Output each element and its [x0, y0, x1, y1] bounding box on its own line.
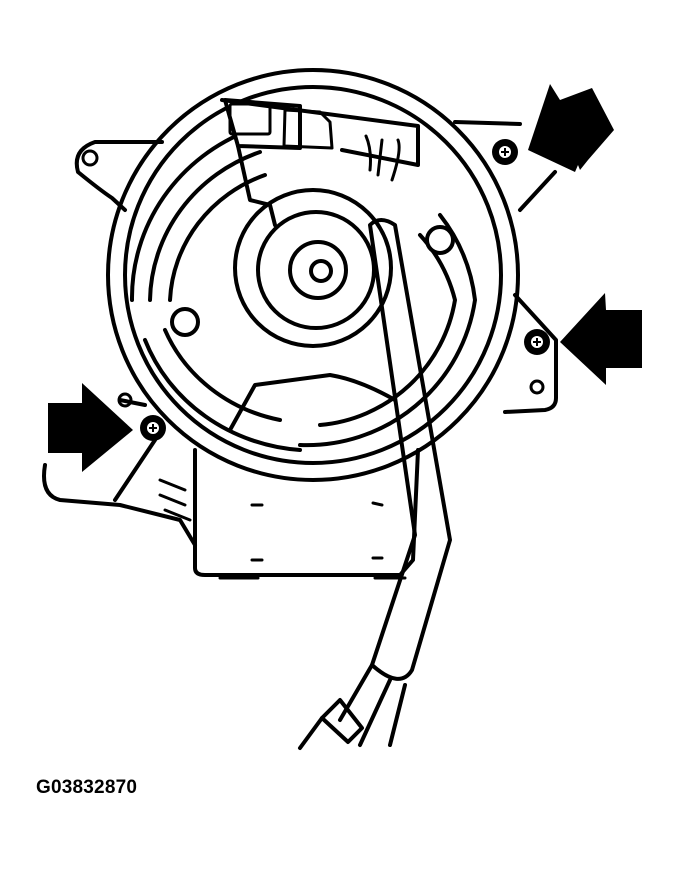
housing-notch-right: [425, 225, 455, 255]
left-mounting-tab: [74, 140, 164, 212]
wire-harness: [298, 218, 452, 750]
right-mounting-plate: [453, 120, 558, 414]
figure-id-label: G03832870: [36, 777, 138, 798]
housing-notch-left: [170, 307, 200, 337]
motor-hub: [233, 188, 393, 348]
arrow-lower-left-icon: [48, 383, 133, 472]
arrow-right-icon: [560, 293, 642, 385]
ground-wire: [42, 392, 197, 547]
screw-upper-right: [492, 139, 518, 165]
connector-block: [220, 98, 420, 227]
motor-case: [193, 448, 420, 580]
screw-lower-left: [140, 415, 166, 441]
arrow-upper-right-icon: [528, 84, 614, 172]
screw-right: [524, 329, 550, 355]
housing-wedge: [228, 373, 397, 432]
housing-rings: [106, 68, 520, 482]
